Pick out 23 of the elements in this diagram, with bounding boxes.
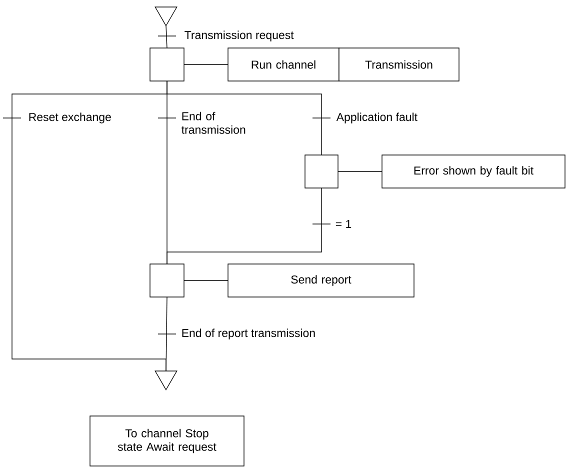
- step-box: [150, 264, 184, 298]
- note-box: To channel Stop state Await request: [90, 416, 244, 466]
- connector-line: [166, 25, 168, 48]
- triangle-symbol: [154, 6, 178, 26]
- connector-line: [166, 296, 168, 372]
- action-box: Send report: [228, 264, 414, 298]
- action-box: Run channel: [228, 48, 340, 82]
- transition-label: End of report transmission: [182, 328, 315, 340]
- transition-label: Reset exchange: [29, 112, 111, 124]
- transition-label: End of transmission: [182, 112, 246, 134]
- triangle-symbol: [154, 370, 178, 390]
- connector-line: [166, 80, 322, 156]
- action-box: Transmission: [338, 48, 460, 82]
- step-box: [150, 48, 184, 82]
- action-box: Error shown by fault bit: [382, 154, 566, 188]
- transition-label: = 1: [336, 220, 352, 228]
- connector-line: [166, 188, 322, 264]
- connector-line: [184, 280, 228, 281]
- connector-line: [184, 64, 228, 65]
- transition-label: Application fault: [336, 112, 418, 124]
- transition-label: Transmission request: [184, 30, 294, 42]
- connector-line: [338, 171, 382, 172]
- step-box: [304, 154, 338, 188]
